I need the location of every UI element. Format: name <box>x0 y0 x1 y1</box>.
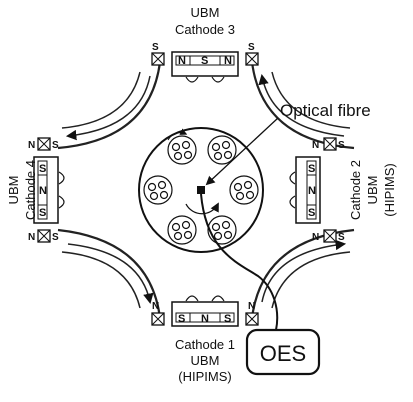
cathode-4-label-line1: UBM <box>6 176 21 205</box>
cathode-3-label: UBM Cathode 3 <box>175 5 235 37</box>
pole-label: N <box>28 140 35 151</box>
cathode-4-coil-top <box>37 137 51 151</box>
pole-label: N <box>201 313 209 325</box>
cathode-2-label-line3: (HIPIMS) <box>382 163 397 216</box>
pole-label: N <box>224 55 232 67</box>
pole-label: S <box>152 42 159 53</box>
rotation-arrow-icon <box>167 128 188 141</box>
optical-fibre-cable <box>200 193 279 331</box>
cathode-3-label-line2: Cathode 3 <box>175 22 235 37</box>
rotation-arrow-icon <box>185 202 219 215</box>
pole-label: S <box>308 207 315 219</box>
optical-fibre-label: Optical fibre <box>280 101 371 120</box>
pole-label: N <box>28 232 35 243</box>
pole-label: S <box>338 140 345 151</box>
oes-label: OES <box>260 341 306 366</box>
cathode-4-magnetron: N S N S S N S <box>28 137 65 243</box>
pole-label: S <box>52 140 59 151</box>
pole-label: S <box>224 313 231 325</box>
pole-label: S <box>52 232 59 243</box>
cathode-4-label-line2: Cathode 4 <box>23 160 38 220</box>
cathode-2-coil-bottom <box>323 229 337 243</box>
cathode-1-label-line3: (HIPIMS) <box>178 369 231 384</box>
cathode-2-label: Cathode 2 UBM (HIPIMS) <box>348 160 397 220</box>
cathode-4-coil-bottom <box>37 229 51 243</box>
pole-label: N <box>308 185 316 197</box>
cathode-2-label-line2: UBM <box>365 176 380 205</box>
cathode-2-coil-top <box>323 137 337 151</box>
pole-label: N <box>248 301 255 312</box>
cathode-3-coil-right <box>245 52 259 66</box>
magnetic-field-lines <box>61 71 351 309</box>
optical-fibre-probe <box>197 186 205 194</box>
cathode-2-magnetron: N S N S S N S <box>289 137 345 243</box>
pole-label: N <box>312 140 319 151</box>
cathode-1-coil-right <box>245 312 259 326</box>
substrate-table <box>138 127 264 253</box>
pole-label: N <box>152 301 159 312</box>
cathode-3-coil-left <box>151 52 165 66</box>
pole-label: S <box>178 313 185 325</box>
pole-label: S <box>308 163 315 175</box>
pole-label: N <box>312 232 319 243</box>
cathode-4-label: UBM Cathode 4 <box>6 160 38 220</box>
pole-label: S <box>338 232 345 243</box>
cathode-1-label-line1: Cathode 1 <box>175 337 235 352</box>
optical-fibre-pointer <box>205 117 279 186</box>
cathode-1-label-line2: UBM <box>191 353 220 368</box>
cathode-3-magnetron: S S N S N <box>151 42 259 83</box>
cathode-2-label-line1: Cathode 2 <box>348 160 363 220</box>
substrate-holders <box>143 135 259 245</box>
pole-label: S <box>39 207 46 219</box>
pole-label: S <box>248 42 255 53</box>
cathode-1-label: Cathode 1 UBM (HIPIMS) <box>175 337 235 384</box>
cathode-1-magnetron: N N S N S <box>151 295 259 327</box>
pole-label: S <box>39 163 46 175</box>
pole-label: N <box>39 185 47 197</box>
cathode-3-label-line1: UBM <box>191 5 220 20</box>
pole-label: N <box>178 55 186 67</box>
oes-box: OES <box>245 328 321 376</box>
cathode-1-coil-left <box>151 312 165 326</box>
pole-label: S <box>201 55 208 67</box>
